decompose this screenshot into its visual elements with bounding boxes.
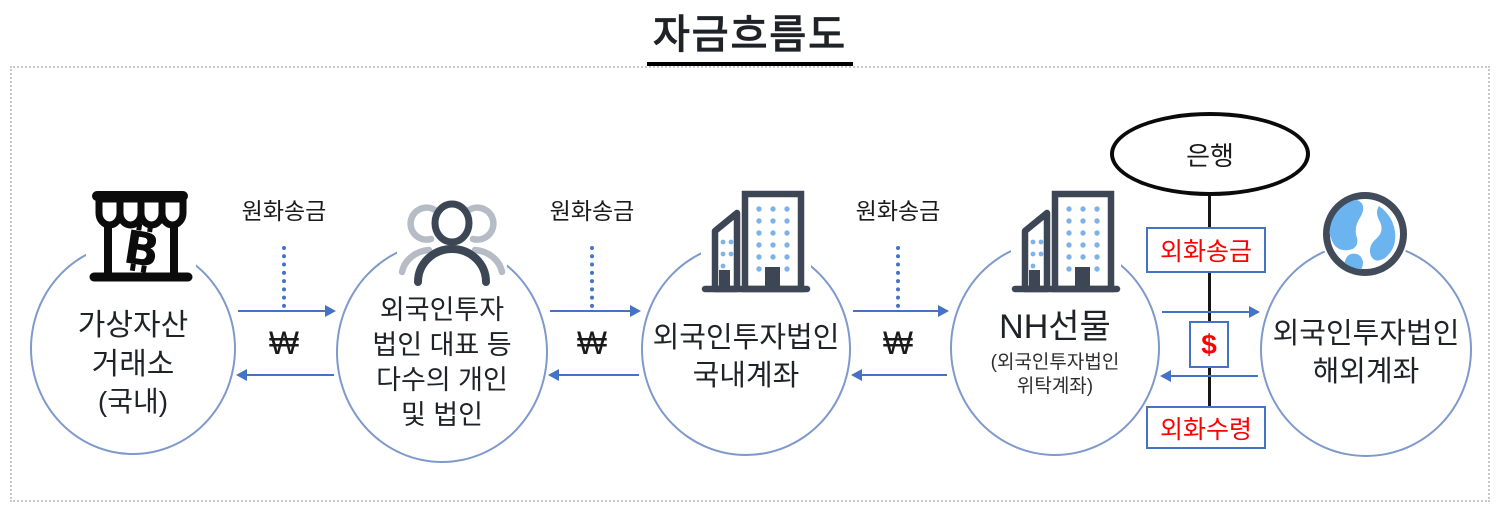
- node-foreign-investors: 외국인투자 법인 대표 등 다수의 개인 및 법인: [336, 241, 548, 463]
- arrow-right: [853, 305, 949, 317]
- arrow-right: [1162, 306, 1260, 318]
- arrow-right: [550, 305, 641, 317]
- arrow-left: [851, 369, 947, 381]
- buildings-icon: [1011, 186, 1121, 296]
- node-nh-futures: NH선물 (외국인투자법인 위탁계좌): [950, 240, 1160, 456]
- diagram-frame: [10, 66, 1490, 502]
- fx-send-box: 외화송금: [1146, 227, 1266, 273]
- won-symbol: ₩: [576, 325, 608, 361]
- dotted-connector: [590, 246, 594, 308]
- node-label: 외국인투자법인 해외계좌: [1272, 318, 1460, 388]
- krw-transfer-label: 원화송금: [855, 198, 941, 224]
- node-overseas-account: 외국인투자법인 해외계좌: [1260, 242, 1472, 457]
- node-sublabel: (외국인투자법인 위탁계좌): [990, 352, 1120, 397]
- bank-ellipse: 은행: [1110, 112, 1310, 196]
- arrow-left: [548, 369, 639, 381]
- won-symbol: ₩: [882, 325, 914, 361]
- fx-receive-box: 외화수령: [1146, 406, 1266, 449]
- arrow-right: [238, 305, 336, 317]
- node-label: 외국인투자법인 국내계좌: [652, 322, 840, 392]
- node-label: 가상자산 거래소 (국내): [77, 309, 189, 417]
- globe-icon: [1321, 190, 1409, 278]
- krw-transfer-label: 원화송금: [549, 198, 635, 224]
- buildings-icon: [701, 186, 811, 296]
- bank-connector-line: [1208, 194, 1211, 408]
- dollar-box: $: [1189, 321, 1229, 368]
- dotted-connector: [282, 246, 286, 308]
- bank-label: 은행: [1186, 140, 1234, 171]
- won-symbol: ₩: [268, 325, 300, 361]
- dotted-connector: [896, 246, 900, 308]
- node-label: NH선물: [999, 308, 1111, 346]
- node-label: 외국인투자 법인 대표 등 다수의 개인 및 법인: [372, 295, 512, 431]
- krw-transfer-label: 원화송금: [241, 198, 327, 224]
- people-icon: [397, 196, 507, 288]
- page-title-text: 자금흐름도: [647, 2, 853, 66]
- arrow-left: [236, 369, 334, 381]
- page-title: 자금흐름도: [0, 2, 1500, 66]
- bitcoin-store-icon: B: [86, 180, 196, 292]
- arrow-left: [1160, 370, 1258, 382]
